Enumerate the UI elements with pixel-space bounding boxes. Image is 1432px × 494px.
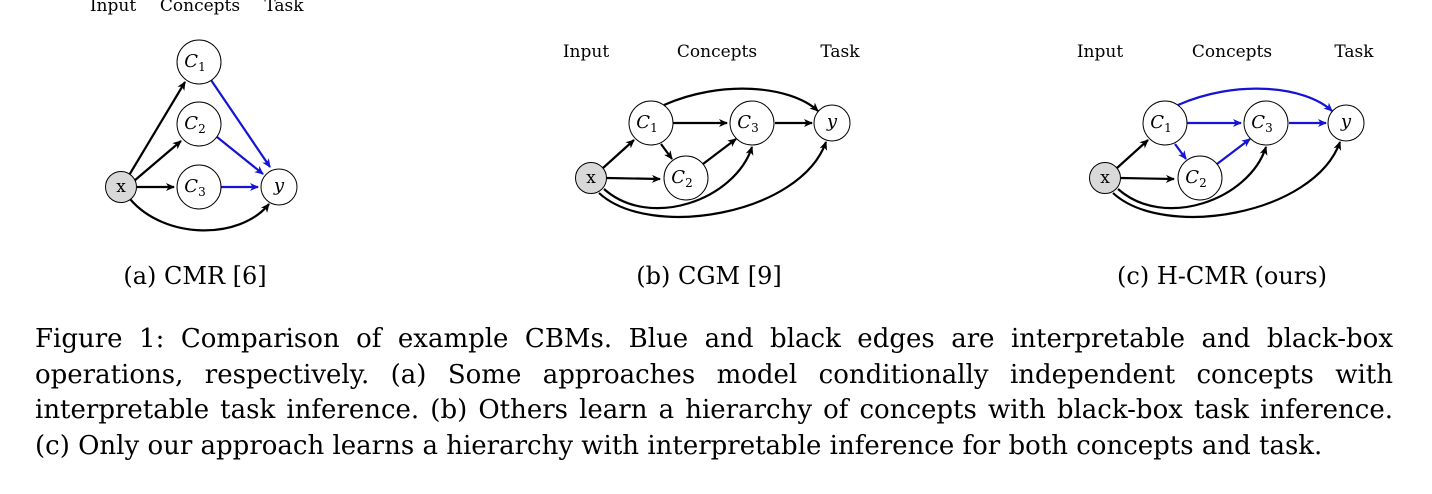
svg-text:C3: C3 — [737, 112, 758, 135]
svg-text:C3: C3 — [184, 176, 205, 199]
node-c2-sub: 2 — [685, 176, 693, 190]
node-c2-sub: 2 — [1199, 176, 1207, 190]
node-x-label: x — [1100, 168, 1110, 188]
subcaption-a: (a) CMR [6] — [123, 262, 266, 290]
node-y-label: y — [1340, 111, 1352, 132]
node-y: y — [813, 104, 851, 142]
edge-c1-c2 — [660, 143, 673, 160]
edge-x-c1 — [127, 81, 186, 178]
edge-c2-c3 — [1216, 138, 1251, 165]
edge-c1-y — [1177, 87, 1333, 112]
edge-x-c3 — [1117, 146, 1268, 210]
svg-text:C1: C1 — [1150, 112, 1171, 135]
header-concepts: Concepts — [677, 42, 757, 62]
node-c3-sub: 3 — [198, 185, 206, 199]
node-x: x — [1089, 162, 1121, 194]
node-y: y — [260, 168, 298, 206]
edge-x-y — [129, 198, 270, 232]
svg-text:C3: C3 — [1251, 112, 1272, 135]
edge-x-y — [1112, 141, 1342, 218]
node-c2: C2 — [176, 101, 222, 147]
edge-x-c1 — [602, 139, 635, 169]
node-c1-label: C — [1150, 112, 1164, 133]
svg-text:C2: C2 — [184, 113, 205, 136]
figure-caption: Figure 1: Comparison of example CBMs. Bl… — [35, 324, 1393, 461]
header-task: Task — [264, 0, 304, 16]
header-input: Input — [90, 0, 136, 16]
edge-x-y — [598, 141, 828, 218]
node-c3: C3 — [729, 100, 775, 146]
edge-x-c2 — [1120, 174, 1175, 183]
node-c2-label: C — [184, 113, 198, 134]
svg-text:C2: C2 — [1185, 167, 1206, 190]
header-task: Task — [820, 42, 860, 62]
node-c2: C2 — [1177, 155, 1223, 201]
edge-x-c1 — [1116, 139, 1149, 169]
node-c1-sub: 1 — [1164, 121, 1172, 135]
header-concepts: Concepts — [160, 0, 240, 16]
diagram-c: Input Concepts Task x C1 C2 C3 — [1077, 42, 1374, 290]
node-c2: C2 — [663, 155, 709, 201]
header-task: Task — [1334, 42, 1374, 62]
svg-text:C1: C1 — [184, 51, 205, 74]
edge-c2-y — [216, 136, 264, 175]
figure-diagrams: Input Concepts Task x C1 C2 C3 — [90, 0, 1374, 290]
node-c3-label: C — [737, 112, 751, 133]
node-y: y — [1327, 104, 1365, 142]
node-y-label: y — [826, 111, 838, 132]
node-c1-label: C — [184, 51, 198, 72]
diagram-b: Input Concepts Task x C1 C2 C3 — [563, 42, 860, 290]
node-c3: C3 — [176, 164, 222, 210]
subcaption-c: (c) H-CMR (ours) — [1117, 262, 1327, 290]
node-c1-sub: 1 — [650, 121, 658, 135]
edge-c1-y — [663, 87, 819, 112]
header-input: Input — [1077, 42, 1123, 62]
node-c3-label: C — [184, 176, 198, 197]
node-c2-label: C — [1185, 167, 1199, 188]
svg-text:C2: C2 — [671, 167, 692, 190]
svg-text:C1: C1 — [636, 112, 657, 135]
diagram-a: Input Concepts Task x C1 C2 C3 — [90, 0, 304, 290]
node-c3: C3 — [1243, 100, 1289, 146]
node-c2-sub: 2 — [198, 122, 206, 136]
header-concepts: Concepts — [1192, 42, 1272, 62]
edge-c1-c2 — [1174, 143, 1187, 160]
edge-c2-c3 — [702, 138, 737, 165]
subcaption-b: (b) CGM [9] — [636, 262, 781, 290]
node-c3-sub: 3 — [751, 121, 759, 135]
node-c3-sub: 3 — [1265, 121, 1273, 135]
node-c3-label: C — [1251, 112, 1265, 133]
edge-x-c2 — [133, 140, 182, 182]
edge-c1-y — [210, 79, 271, 168]
node-c1-label: C — [636, 112, 650, 133]
node-c1-sub: 1 — [198, 60, 206, 74]
node-c1: C1 — [628, 100, 674, 146]
node-y-label: y — [273, 175, 285, 196]
node-c1: C1 — [1142, 100, 1188, 146]
header-input: Input — [563, 42, 609, 62]
node-c1: C1 — [176, 39, 222, 85]
node-x-label: x — [116, 177, 126, 197]
node-x-label: x — [586, 168, 596, 188]
edge-x-c3 — [603, 146, 754, 210]
edge-x-c2 — [606, 174, 661, 183]
node-x: x — [575, 162, 607, 194]
node-c2-label: C — [671, 167, 685, 188]
node-x: x — [105, 171, 137, 203]
